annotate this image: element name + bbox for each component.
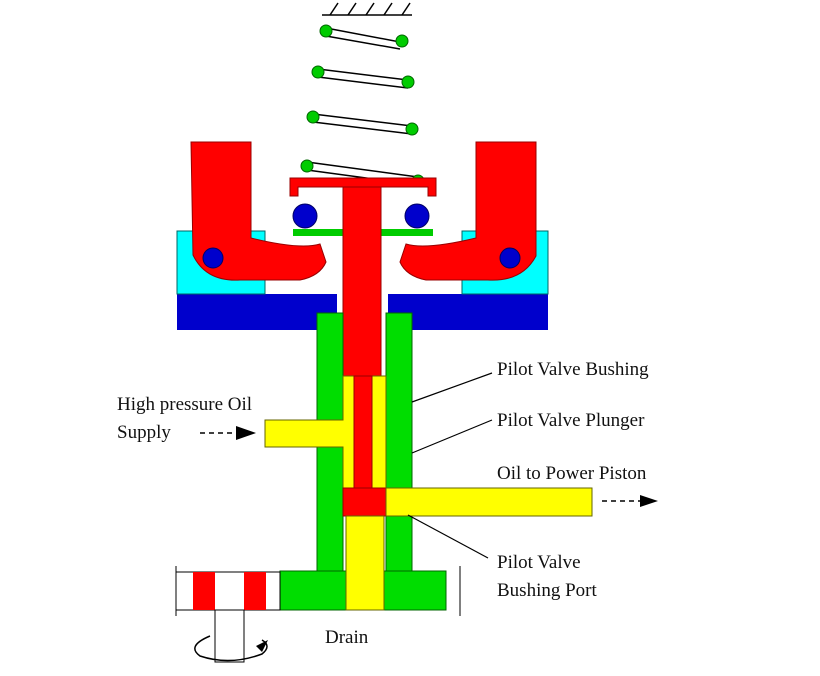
pilot-valve-stem bbox=[342, 186, 382, 378]
label-pilot-valve-plunger: Pilot Valve Plunger bbox=[497, 410, 645, 431]
label-bushing-port-line2: Bushing Port bbox=[497, 580, 597, 601]
spring-anchor-hatch bbox=[322, 2, 412, 16]
flyweight-base bbox=[177, 294, 548, 330]
drain-passage bbox=[345, 515, 385, 611]
flyweight-pivots bbox=[202, 247, 521, 269]
spring-coil-dots bbox=[300, 24, 425, 188]
left-flyweight bbox=[190, 141, 327, 281]
speeder-spring bbox=[306, 27, 419, 186]
power-piston-port bbox=[385, 487, 593, 517]
supply-arrow bbox=[200, 426, 256, 440]
label-drain: Drain bbox=[325, 627, 369, 648]
right-flyweight bbox=[399, 141, 537, 281]
thrust-bearing-balls bbox=[292, 203, 430, 229]
label-bushing-port-line1: Pilot Valve bbox=[497, 552, 581, 573]
pilot-valve-plunger bbox=[342, 375, 387, 517]
output-arrow bbox=[602, 495, 658, 507]
label-pilot-valve-bushing: Pilot Valve Bushing bbox=[497, 359, 649, 380]
label-high-pressure-oil: High pressure Oil bbox=[117, 394, 252, 415]
drive-coupling bbox=[175, 566, 461, 663]
label-supply: Supply bbox=[117, 422, 171, 443]
label-oil-to-power-piston: Oil to Power Piston bbox=[497, 463, 647, 484]
leader-lines bbox=[407, 372, 493, 559]
